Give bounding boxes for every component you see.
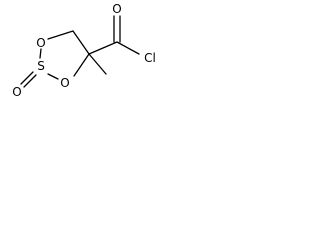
bond-methyl bbox=[88, 53, 107, 75]
atom-ring-oxygen-top: O bbox=[36, 36, 45, 50]
bond-ring-ch2-to-quaternary-c bbox=[72, 30, 90, 55]
bond-ring-quaternary-c-to-o-bottom bbox=[73, 53, 90, 77]
atom-sulfinyl-oxygen: O bbox=[12, 85, 21, 99]
bond-ring-o-top-to-ch2 bbox=[47, 30, 74, 40]
bond-s-o-double-1 bbox=[20, 71, 34, 85]
chemical-structure: O O S O O Cl bbox=[12, 2, 156, 99]
atom-ring-oxygen-bottom: O bbox=[60, 76, 69, 90]
bond-ring-o-bottom-to-s bbox=[47, 73, 59, 80]
bond-quaternary-c-to-carbonyl-c bbox=[88, 41, 118, 55]
bond-c-cl bbox=[116, 41, 140, 55]
atom-carbonyl-oxygen: O bbox=[112, 2, 121, 16]
atom-sulfur: S bbox=[37, 59, 45, 73]
atom-chlorine: Cl bbox=[144, 51, 156, 65]
bond-s-o-double-2 bbox=[23, 74, 37, 88]
bond-ring-s-to-o-top bbox=[39, 48, 42, 59]
